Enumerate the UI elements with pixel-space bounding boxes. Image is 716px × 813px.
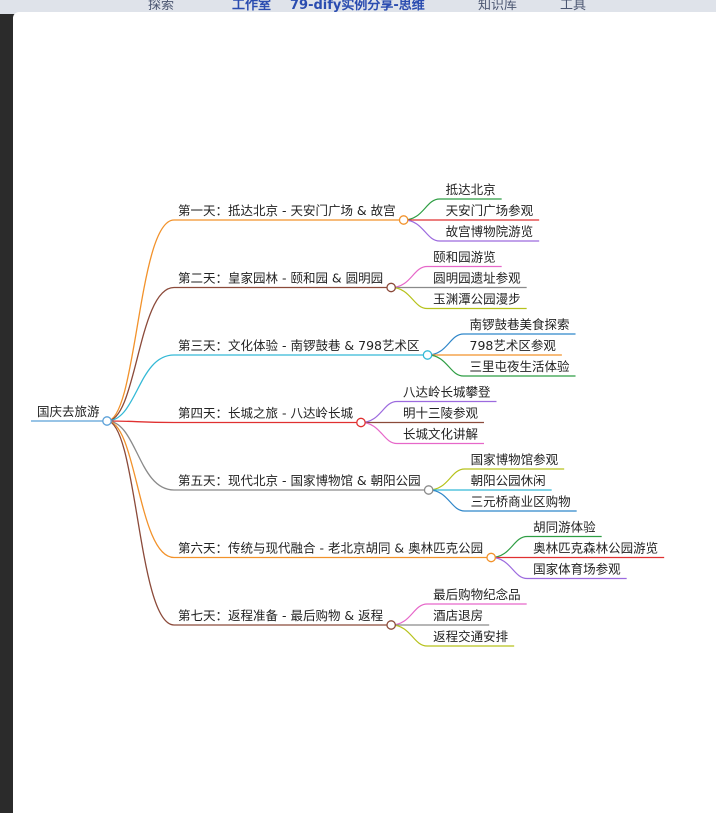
mindmap-edges <box>31 198 665 647</box>
day-4-child-3-edge <box>360 421 484 445</box>
mindmap-nodes: 国庆去旅游 第一天：抵达北京 - 天安门广场 & 故宫 抵达北京天安门广场参观故宫博… <box>37 182 658 644</box>
day-3-child-1-label[interactable]: 南锣鼓巷美食探索 <box>470 317 570 332</box>
day-3-edge <box>106 354 428 422</box>
nav-studio[interactable]: 工作室 <box>232 0 272 13</box>
day-4-child-2-label[interactable]: 明十三陵参观 <box>403 406 479 421</box>
day-4-edge <box>106 420 361 424</box>
day-2-child-1-edge <box>391 265 502 289</box>
mindmap-panel: 国庆去旅游 第一天：抵达北京 - 天安门广场 & 故宫 抵达北京天安门广场参观故宫博… <box>13 12 716 813</box>
day-5-child-2-label[interactable]: 朝阳公园休闲 <box>471 473 546 488</box>
day-3-child-2-label[interactable]: 798艺术区参观 <box>470 338 557 353</box>
day-3-child-3-edge <box>427 354 576 377</box>
day-5-child-1-label[interactable]: 国家博物馆参观 <box>471 452 559 467</box>
day-2-child-3-label[interactable]: 玉渊潭公园漫步 <box>433 292 521 307</box>
day-1-label[interactable]: 第一天：抵达北京 - 天安门广场 & 故宫 <box>178 203 396 218</box>
day-7-child-1-edge <box>391 603 527 626</box>
day-6-collapse-toggle[interactable] <box>486 552 497 563</box>
day-7-child-2-label[interactable]: 酒店退房 <box>433 608 483 623</box>
day-6-child-1-label[interactable]: 胡同游体验 <box>533 520 596 535</box>
nav-knowledge[interactable]: 知识库 <box>478 0 518 13</box>
day-3-collapse-toggle[interactable] <box>422 350 433 360</box>
day-6-child-3-label[interactable]: 国家体育场参观 <box>533 562 621 577</box>
day-2-child-2-label[interactable]: 圆明园遗址参观 <box>433 271 521 286</box>
mindmap-canvas[interactable]: 国庆去旅游 第一天：抵达北京 - 天安门广场 & 故宫 抵达北京天安门广场参观故宫博… <box>13 12 716 813</box>
nav-tools[interactable]: 工具 <box>560 0 587 13</box>
day-6-label[interactable]: 第六天：传统与现代融合 - 老北京胡同 & 奥林匹克公园 <box>178 541 483 556</box>
day-2-child-1-label[interactable]: 颐和园游览 <box>433 250 496 265</box>
day-3-child-1-edge <box>427 333 576 356</box>
day-3-label[interactable]: 第三天：文化体验 - 南锣鼓巷 & 798艺术区 <box>178 338 420 353</box>
day-1-child-3-edge <box>403 219 540 242</box>
day-1-child-2-label[interactable]: 天安门广场参观 <box>446 203 534 218</box>
root-node-label[interactable]: 国庆去旅游 <box>37 404 100 419</box>
nav-app-name[interactable]: 79-dify实例分享-思维 <box>290 0 425 13</box>
day-2-edge <box>106 286 392 422</box>
day-4-label[interactable]: 第四天：长城之旅 - 八达岭长城 <box>178 406 353 421</box>
day-3-child-3-label[interactable]: 三里屯夜生活体验 <box>470 359 571 374</box>
root-collapse-toggle[interactable] <box>102 416 112 426</box>
day-5-label[interactable]: 第五天：现代北京 - 国家博物馆 & 朝阳公园 <box>178 473 421 488</box>
day-7-label[interactable]: 第七天：返程准备 - 最后购物 & 返程 <box>178 608 384 623</box>
day-6-child-3-edge <box>491 556 627 580</box>
day-6-child-1-edge <box>491 535 602 559</box>
day-5-child-3-edge <box>428 489 577 512</box>
day-1-child-3-label[interactable]: 故宫博物院游览 <box>446 224 534 239</box>
day-7-collapse-toggle[interactable] <box>386 620 397 630</box>
day-4-child-1-edge <box>360 400 497 424</box>
day-6-child-2-label[interactable]: 奥林匹克森林公园游览 <box>533 541 658 556</box>
day-2-collapse-toggle[interactable] <box>386 282 397 293</box>
day-7-child-3-label[interactable]: 返程交通安排 <box>433 629 509 644</box>
day-2-label[interactable]: 第二天：皇家园林 - 颐和园 & 圆明园 <box>178 271 383 286</box>
day-4-child-3-label[interactable]: 长城文化讲解 <box>403 427 478 442</box>
day-5-edge <box>106 420 429 491</box>
day-5-collapse-toggle[interactable] <box>423 485 434 495</box>
day-2-child-3-edge <box>391 286 527 310</box>
day-5-child-1-edge <box>428 468 565 491</box>
day-4-collapse-toggle[interactable] <box>356 417 366 428</box>
day-1-child-1-edge <box>403 198 502 221</box>
nav-explore[interactable]: 探索 <box>148 0 175 13</box>
day-1-collapse-toggle[interactable] <box>398 215 409 225</box>
day-7-child-1-label[interactable]: 最后购物纪念品 <box>433 587 521 602</box>
day-7-child-3-edge <box>391 624 515 647</box>
day-6-edge <box>106 420 492 559</box>
day-1-edge <box>106 219 404 422</box>
day-4-child-1-label[interactable]: 八达岭长城攀登 <box>403 385 491 400</box>
day-1-child-1-label[interactable]: 抵达北京 <box>446 182 496 197</box>
app-top-nav: 探索 工作室 79-dify实例分享-思维 知识库 工具 <box>0 0 716 14</box>
day-7-edge <box>106 420 392 626</box>
day-5-child-3-label[interactable]: 三元桥商业区购物 <box>471 494 571 509</box>
